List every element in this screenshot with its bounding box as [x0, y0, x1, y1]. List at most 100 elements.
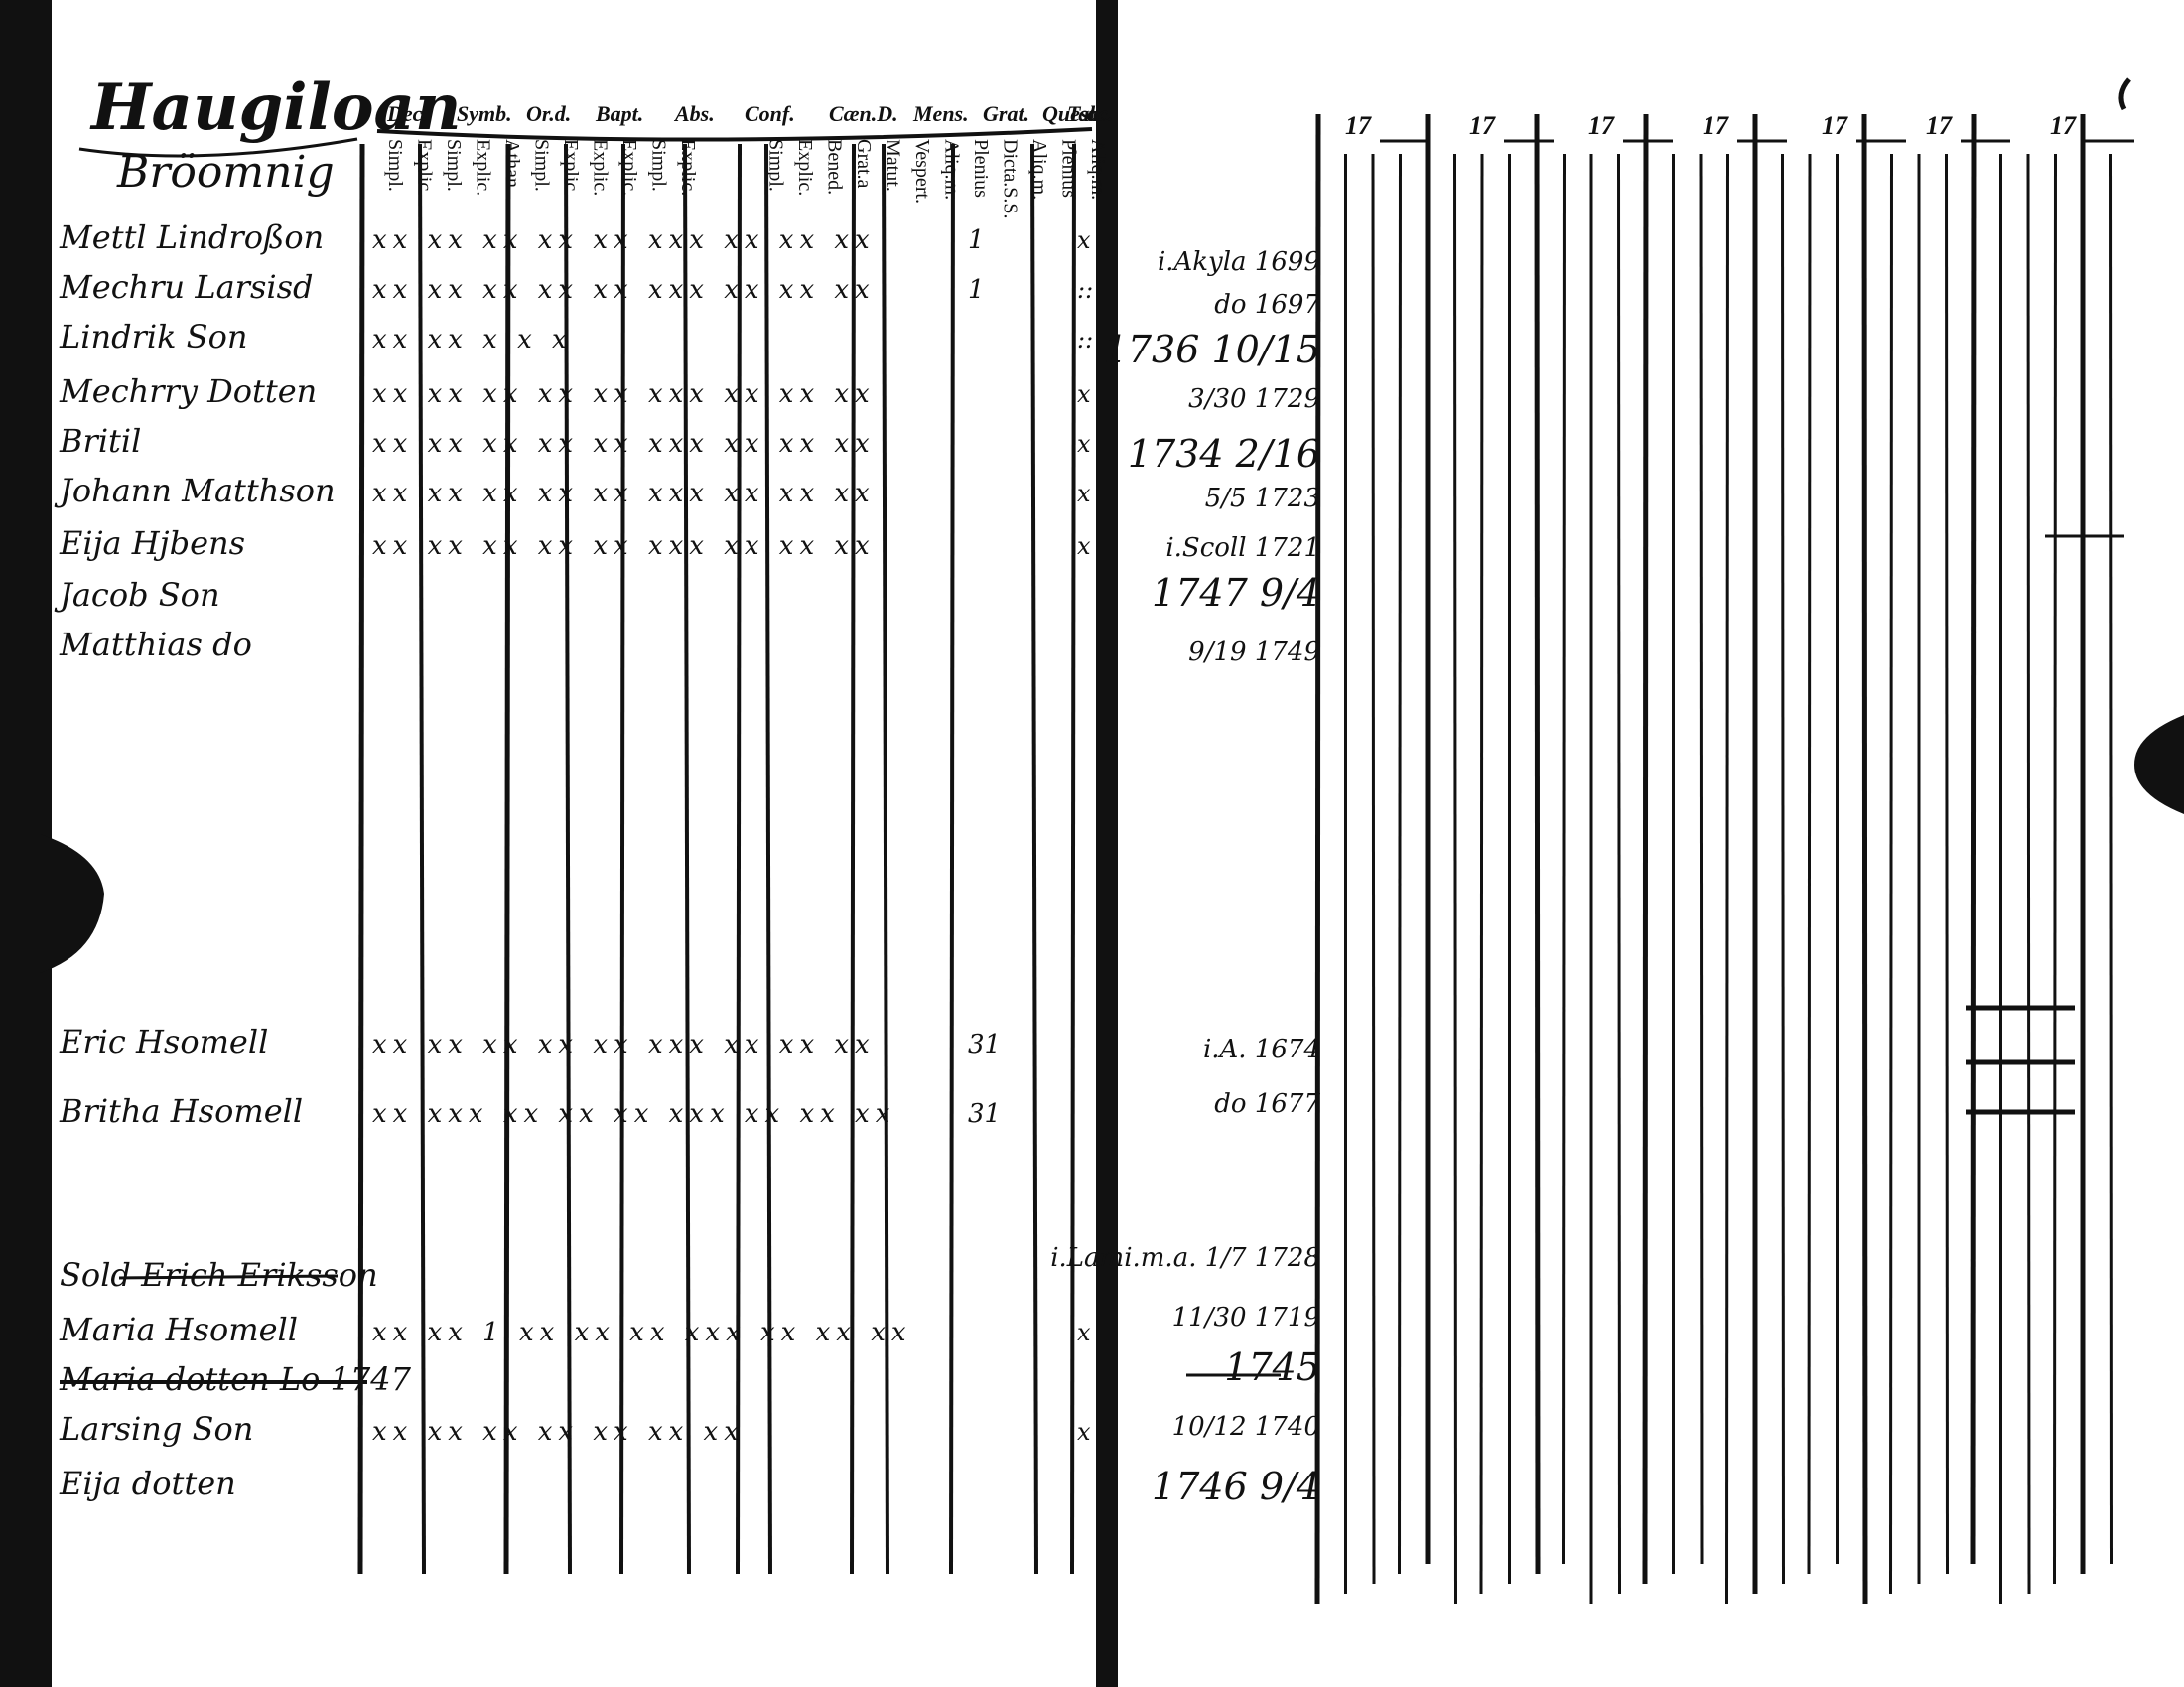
left-column-rules — [357, 143, 1076, 1575]
ledger-rule — [1889, 153, 1893, 1595]
person-name: Britil — [59, 422, 141, 460]
subcolumn-header: Dicta.S.S. — [1000, 139, 1022, 219]
header-group-label: Mens. — [912, 101, 969, 126]
column-rule — [764, 143, 772, 1575]
right-column-mark: x — [1077, 1418, 1091, 1446]
date-entry: 9/19 1749 — [1188, 637, 1320, 667]
date-entry: i.Lami.m.a. 1/7 1728 — [1050, 1243, 1320, 1273]
person-row: Jacob Son — [54, 576, 220, 614]
aliquot-mark: 31 — [968, 1030, 1001, 1059]
person-name: Lindrik Son — [59, 318, 247, 355]
date-entry: do 1677 — [1214, 1089, 1320, 1119]
person-name: Mechru Larsisd — [59, 268, 314, 306]
person-name: Matthias do — [59, 626, 252, 663]
person-row: Eija dotten — [59, 1465, 236, 1502]
header-group-label: Symb. — [457, 101, 512, 126]
subcolumn-header: Explic. — [560, 139, 582, 196]
subcolumn-header: Simpl. — [765, 139, 787, 192]
ledger-rule — [1781, 153, 1785, 1585]
ledger-rule — [1725, 153, 1729, 1605]
right-column-mark: x — [1077, 430, 1091, 458]
column-rule — [736, 143, 742, 1575]
ledger-rule — [1699, 153, 1704, 1565]
date-entry: 10/12 1740 — [1172, 1412, 1320, 1442]
subcolumn-headers: Simpl.Explic.Simpl.Explic.Athan.Simpl.Ex… — [384, 139, 1109, 219]
date-entry: 1747 9/4 — [1152, 571, 1320, 615]
right-column-mark: x — [1077, 226, 1091, 254]
person-row: Maria dotten Lo 1747 — [59, 1360, 412, 1398]
column-rule — [503, 143, 511, 1575]
header-group-label: Conf. — [745, 101, 795, 126]
ledger-rule — [2109, 153, 2113, 1565]
mark-crosses: xx xx xx xx xx xxx xx xx xx — [372, 531, 876, 561]
subcolumn-header: Explic. — [794, 139, 816, 196]
header-group-label: Grat. — [983, 101, 1029, 126]
ledger-rule — [1479, 153, 1484, 1595]
subcolumn-header: Simpl. — [648, 139, 670, 192]
subcolumn-header: Simpl. — [531, 139, 553, 192]
subcolumn-header: Simpl. — [384, 139, 406, 192]
subcolumn-header: Aliq.m. — [1087, 139, 1109, 200]
date-entry: 1734 2/16 — [1128, 432, 1320, 476]
date-entry: 3/30 1729 — [1188, 384, 1320, 414]
subcolumn-header: Bened. — [824, 139, 846, 195]
year-prefix: 17 — [1926, 111, 1953, 140]
ledger-rule — [1945, 153, 1949, 1575]
person-name: Eric Hsomell — [59, 1023, 268, 1060]
top-right-curl — [2118, 77, 2131, 111]
person-row: Matthias do — [59, 626, 252, 663]
ledger-rule — [1970, 113, 1977, 1565]
year-prefix: 17 — [2050, 111, 2077, 140]
mark-crosses: xx xx x x x — [372, 325, 573, 354]
title-flourish — [78, 137, 358, 158]
ledger-rule — [1534, 113, 1541, 1575]
aliquot-mark: 1 — [968, 225, 985, 255]
subcolumn-header: Vespert. — [911, 139, 933, 204]
right-binding-tab — [2134, 715, 2184, 814]
column-rule — [949, 143, 955, 1575]
year-prefix: 17 — [1703, 111, 1729, 140]
subcolumn-header: Simpl. — [443, 139, 465, 192]
right-column-mark: :: — [1077, 326, 1093, 353]
subcolumn-header: Plenius — [1058, 139, 1080, 198]
date-entry: 1745 — [1224, 1345, 1320, 1389]
year-prefix: 17 — [1469, 111, 1496, 140]
column-rule — [1030, 143, 1038, 1575]
header-brace — [376, 127, 1093, 142]
header-group-label: ac. — [1087, 101, 1113, 126]
subcolumn-header: Explic. — [677, 139, 699, 196]
ledger-rule — [1642, 113, 1649, 1585]
mark-crosses: xx xxx xx xx xx xxx xx xx xx — [372, 1099, 895, 1129]
left-binding-tab — [40, 834, 104, 973]
column-rule — [564, 143, 572, 1575]
subcolumn-header: Explic. — [414, 139, 436, 196]
ledger-rule — [1398, 153, 1402, 1575]
mark-crosses: xx xx xx xx xx xxx xx xx xx — [372, 1030, 876, 1059]
ledger-rule — [1314, 113, 1321, 1605]
column-rule — [683, 143, 691, 1575]
column-rule — [882, 143, 889, 1575]
mark-crosses: xx xx 1 xx xx xx xxx xx xx xx — [372, 1318, 912, 1347]
ledger-rule — [1371, 153, 1376, 1585]
date-entry: do 1697 — [1214, 290, 1320, 320]
date-entry: 1736 10/15 — [1104, 328, 1320, 371]
person-name: Johann Matthson — [54, 472, 336, 509]
person-row: Lindrik Son xx xx x x x:: — [59, 318, 1093, 355]
right-column-mark: x — [1077, 380, 1091, 408]
right-column-mark: x — [1077, 480, 1091, 507]
ledger-rule — [2026, 153, 2031, 1595]
header-group-label: Or.d. — [526, 101, 571, 126]
ledger-rule — [1807, 153, 1812, 1575]
header-group-label: Bapt. — [595, 101, 643, 126]
ledger-rule — [2053, 153, 2057, 1585]
ledger-rule — [1617, 153, 1621, 1595]
